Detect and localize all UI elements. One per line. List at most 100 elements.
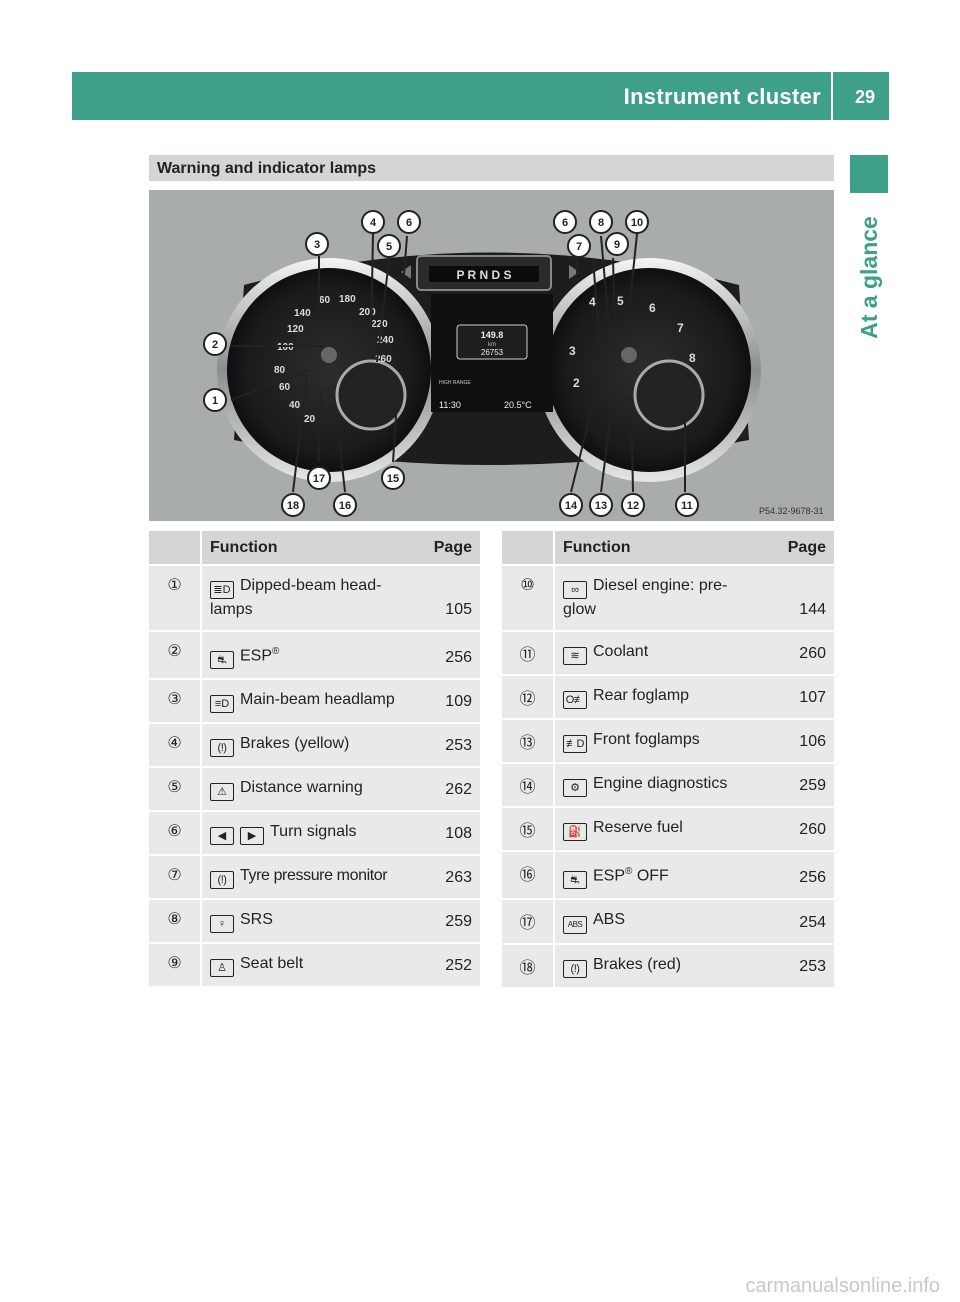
row-number: ⑭ — [502, 763, 555, 808]
callout-3: 3 — [305, 232, 329, 256]
svg-text:17: 17 — [313, 473, 325, 485]
svg-text:7: 7 — [576, 241, 582, 253]
main-beam-icon: ≡D — [210, 695, 234, 714]
callout-4: 4 — [361, 210, 385, 234]
callout-17: 17 — [307, 466, 331, 490]
left-turn-indicator — [401, 265, 411, 279]
callout-18: 18 — [281, 493, 305, 517]
svg-text:14: 14 — [565, 500, 578, 512]
svg-text:60: 60 — [279, 382, 291, 393]
svg-text:7: 7 — [677, 321, 684, 335]
svg-text:40: 40 — [289, 400, 301, 411]
svg-text:18: 18 — [287, 500, 299, 512]
srs-icon: ♀ — [210, 915, 234, 934]
table-row: ⑪ ≋Coolant 260 — [502, 631, 834, 676]
page-column-header: Page — [770, 531, 834, 566]
header-separator — [831, 72, 833, 120]
row-number: ⑨ — [149, 943, 202, 989]
svg-text:8: 8 — [689, 351, 696, 365]
row-page: 263 — [416, 855, 480, 901]
callout-1: 1 — [203, 388, 227, 412]
svg-text:13: 13 — [595, 500, 607, 512]
row-function: ≋Coolant — [554, 631, 770, 676]
rear-foglamp-icon: O≢ — [563, 691, 587, 709]
row-number: ⑥ — [149, 811, 202, 857]
figure-code: P54.32-9678-31 — [759, 506, 824, 516]
table-row: ⑤ ⚠Distance warning 262 — [149, 767, 480, 813]
svg-text:220: 220 — [371, 319, 388, 330]
row-page: 256 — [416, 631, 480, 681]
callout-16: 16 — [333, 493, 357, 517]
callout-12: 12 — [621, 493, 645, 517]
svg-text:12: 12 — [627, 500, 639, 512]
svg-text:3: 3 — [569, 344, 576, 358]
row-page: 106 — [770, 719, 834, 764]
row-page: 260 — [770, 807, 834, 852]
section-title: Warning and indicator lamps — [157, 160, 376, 177]
right-turn-indicator — [569, 265, 579, 279]
table-row: ⑥ ◀▶Turn signals 108 — [149, 811, 480, 857]
table-row: ④ (!)Brakes (yellow) 253 — [149, 723, 480, 769]
number-column-header — [502, 531, 555, 566]
row-function: ◀▶Turn signals — [201, 811, 416, 857]
gear-display — [429, 266, 539, 282]
svg-text:6: 6 — [649, 301, 656, 315]
table-row: ② ⛐ESP® 256 — [149, 631, 480, 681]
page-number: 29 — [854, 87, 875, 107]
row-page: 253 — [770, 944, 834, 990]
row-number: ③ — [149, 679, 202, 725]
row-function: (!)Brakes (red) — [554, 944, 770, 990]
svg-text:260: 260 — [375, 354, 392, 365]
odometer-unit: km — [488, 342, 496, 348]
svg-text:5: 5 — [617, 294, 624, 308]
dipped-beam-icon: ≣D — [210, 581, 234, 599]
table-row: ⑩ ∞Diesel engine: pre-glow 144 — [502, 565, 834, 632]
row-page: 253 — [416, 723, 480, 769]
table-header-row: Function Page — [502, 531, 834, 566]
row-number: ⑫ — [502, 675, 555, 720]
row-number: ⑧ — [149, 899, 202, 945]
table-row: ⑨ ♙Seat belt 252 — [149, 943, 480, 989]
row-page: 144 — [770, 565, 834, 632]
left-turn-signal-icon: ◀ — [210, 827, 234, 846]
svg-text:6: 6 — [562, 217, 568, 229]
row-page: 256 — [770, 851, 834, 901]
trip-reading: 26753 — [481, 348, 504, 357]
svg-text:2: 2 — [212, 339, 218, 351]
tachometer-hub — [621, 347, 637, 363]
right-turn-signal-icon: ▶ — [240, 827, 264, 846]
callout-7: 7 — [567, 234, 591, 258]
seat-belt-icon: ♙ — [210, 959, 234, 978]
lamps-table-right: Function Page ⑩ ∞Diesel engine: pre-glow… — [502, 531, 834, 990]
svg-text:1: 1 — [212, 395, 218, 407]
table-row: ⑭ ⚙Engine diagnostics 259 — [502, 763, 834, 808]
svg-text:6: 6 — [406, 217, 412, 229]
esp-off-icon: ⛐ — [563, 871, 587, 890]
row-function: ∞Diesel engine: pre-glow — [554, 565, 770, 632]
table-row: ⑦ (!)Tyre pressure monitor 263 — [149, 855, 480, 901]
svg-text:240: 240 — [377, 335, 394, 346]
row-number: ⑦ — [149, 855, 202, 901]
svg-text:20: 20 — [304, 414, 316, 425]
row-number: ⑪ — [502, 631, 555, 676]
svg-text:5: 5 — [386, 241, 392, 253]
table-row: ⑯ ⛐ESP® OFF 256 — [502, 851, 834, 901]
header-bar: Instrument cluster 29 — [72, 72, 889, 120]
row-function: ⛐ESP® — [201, 631, 416, 681]
row-page: 260 — [770, 631, 834, 676]
table-row: ⑧ ♀SRS 259 — [149, 899, 480, 945]
distance-warning-icon: ⚠ — [210, 783, 234, 802]
side-tab: At a glance — [830, 205, 908, 350]
number-column-header — [149, 531, 202, 566]
svg-text:180: 180 — [339, 294, 356, 305]
svg-text:120: 120 — [287, 324, 304, 335]
row-function: ♙Seat belt — [201, 943, 416, 989]
page-column-header: Page — [416, 531, 480, 566]
row-page: 254 — [770, 899, 834, 946]
